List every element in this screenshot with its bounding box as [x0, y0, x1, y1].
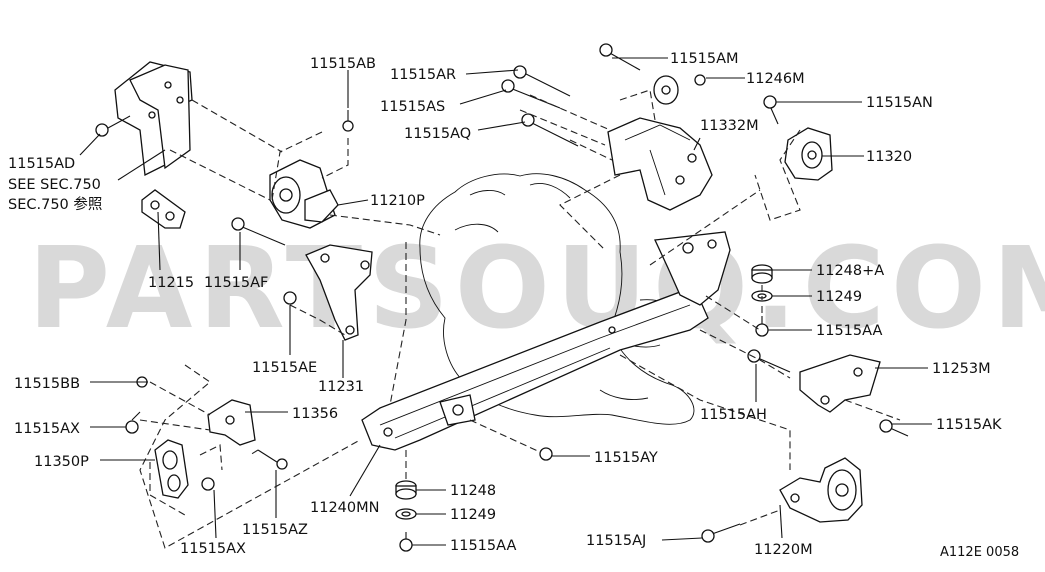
- bolt-11515AR: [513, 65, 571, 97]
- bolt-11515AQ: [521, 113, 579, 147]
- bolt-11515AK: [879, 419, 909, 437]
- leader-lines: [79, 57, 932, 546]
- callout-11246M[interactable]: 11246M: [746, 71, 805, 87]
- callout-11515AJ[interactable]: 11515AJ: [586, 533, 646, 549]
- callout-11515AK[interactable]: 11515AK: [936, 417, 1002, 433]
- callout-labels: 11515AD SEE SEC.750 SEC.750 参照 11215 115…: [8, 51, 1002, 558]
- insulator-11246M: [653, 74, 706, 105]
- bolt-11515AJ: [701, 523, 741, 543]
- callout-11515AE[interactable]: 11515AE: [252, 360, 317, 376]
- diagram-code: A112E 0058: [940, 545, 1019, 560]
- crossmember-11240MN: [361, 231, 731, 451]
- bracket-11215: [141, 189, 186, 229]
- bolt-11515AD: [95, 115, 131, 137]
- bolt-11515AF: [231, 217, 286, 246]
- bracket-11253M: [799, 354, 881, 413]
- callout-11350P[interactable]: 11350P: [34, 454, 89, 470]
- callout-11515AX-top[interactable]: 11515AX: [14, 421, 80, 437]
- mount-11350P: [154, 439, 189, 499]
- callout-11515AQ[interactable]: 11515AQ: [404, 126, 471, 142]
- bolt-11515AZ: [257, 449, 288, 470]
- callout-11356[interactable]: 11356: [292, 406, 338, 422]
- callout-see-sec-750[interactable]: SEE SEC.750: [8, 177, 101, 193]
- callout-11515AF[interactable]: 11515AF: [204, 275, 268, 291]
- callout-11515AA-bottom[interactable]: 11515AA: [450, 538, 516, 554]
- bolt-11515AY: [539, 447, 553, 461]
- bolt-11515AH: [747, 349, 791, 373]
- callout-11515AY[interactable]: 11515AY: [594, 450, 658, 466]
- bolt-11515AE: [283, 291, 297, 305]
- callout-11210P[interactable]: 11210P: [370, 193, 425, 209]
- callout-sec-750-ref[interactable]: SEC.750 参照: [8, 196, 102, 213]
- insulator-11248: [395, 480, 417, 500]
- callout-11249-top[interactable]: 11249: [816, 289, 862, 305]
- mount-11210P: [269, 159, 339, 229]
- callout-11240MN[interactable]: 11240MN: [310, 500, 379, 516]
- bolt-11515AN: [763, 95, 779, 125]
- callout-11231[interactable]: 11231: [318, 379, 364, 395]
- bolt-11515AB: [342, 110, 354, 132]
- insulator-11248A: [751, 264, 773, 284]
- callout-11515AN[interactable]: 11515AN: [866, 95, 933, 111]
- callout-11249-bottom[interactable]: 11249: [450, 507, 496, 523]
- bolt-11515AM: [599, 43, 641, 71]
- bolt-11515AX-top: [125, 411, 141, 434]
- callout-11220M[interactable]: 11220M: [754, 542, 813, 558]
- callout-11515AB[interactable]: 11515AB: [310, 56, 376, 72]
- bracket-sec-750: [114, 61, 193, 176]
- callout-11515AX-bottom[interactable]: 11515AX: [180, 541, 246, 557]
- mount-11220M: [779, 457, 863, 523]
- callout-11515BB[interactable]: 11515BB: [14, 376, 80, 392]
- bracket-11332M: [607, 117, 713, 211]
- bolt-11515AA-bottom: [399, 532, 413, 552]
- callout-11515AD[interactable]: 11515AD: [8, 156, 75, 172]
- assembly-guides: [139, 89, 901, 549]
- mount-11320: [784, 127, 833, 181]
- watermark: PARTSOUQ.COM: [28, 224, 1045, 354]
- callout-11248A[interactable]: 11248+A: [816, 263, 884, 279]
- bolt-11515AX-bottom: [201, 477, 215, 491]
- callout-11515AH[interactable]: 11515AH: [700, 407, 767, 423]
- callout-11515AM[interactable]: 11515AM: [670, 51, 739, 67]
- callout-11515AA-top[interactable]: 11515AA: [816, 323, 882, 339]
- callout-11320[interactable]: 11320: [866, 149, 912, 165]
- bracket-11231: [305, 244, 373, 341]
- callout-11515AZ[interactable]: 11515AZ: [242, 522, 308, 538]
- callout-11515AS[interactable]: 11515AS: [380, 99, 445, 115]
- washer-11249-bottom: [395, 508, 417, 520]
- callout-11515AR[interactable]: 11515AR: [390, 67, 456, 83]
- callout-11253M[interactable]: 11253M: [932, 361, 991, 377]
- callout-11215[interactable]: 11215: [148, 275, 194, 291]
- callout-11332M[interactable]: 11332M: [700, 118, 759, 134]
- callout-11248[interactable]: 11248: [450, 483, 496, 499]
- bracket-11356: [207, 399, 256, 446]
